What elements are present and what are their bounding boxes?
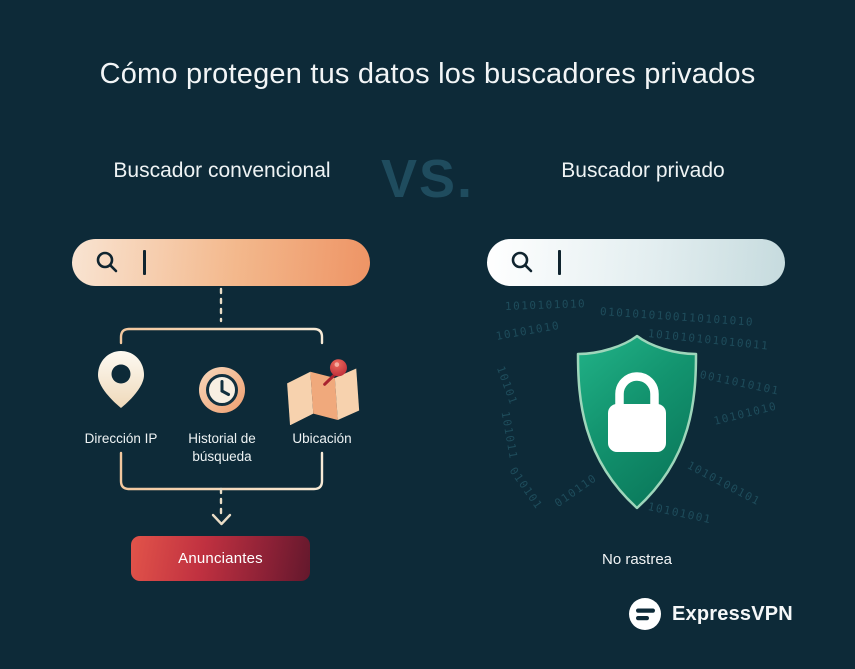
binary-string: 0101010100110101010 <box>599 305 755 329</box>
search-icon <box>511 251 533 273</box>
binary-string: 1010101010 <box>504 297 587 313</box>
clock-icon <box>199 367 245 413</box>
expressvpn-wordmark: ExpressVPN <box>672 602 793 625</box>
arrow-head-icon <box>211 513 232 526</box>
no-track-label: No rastrea <box>601 551 673 568</box>
binary-string: 010101 <box>506 464 546 513</box>
flow-connectors <box>119 287 324 526</box>
binary-string: 10101010 <box>712 399 779 428</box>
shield-lock-icon <box>576 334 698 510</box>
column-heading-conventional: Buscador convencional <box>113 159 331 182</box>
item-label-ip: Dirección IP <box>84 431 158 446</box>
advertisers-label: Anunciantes <box>178 550 263 567</box>
padlock-icon <box>608 372 666 452</box>
text-cursor <box>143 250 146 275</box>
item-label-location: Ubicación <box>292 431 352 446</box>
search-icon <box>96 251 118 273</box>
advertisers-badge: Anunciantes <box>131 536 310 581</box>
text-cursor <box>558 250 561 275</box>
map-icon <box>287 359 360 425</box>
search-bar-private <box>487 239 785 286</box>
column-heading-private: Buscador privado <box>561 159 725 182</box>
page-title: Cómo protegen tus datos los buscadores p… <box>99 58 756 90</box>
binary-string: 10101010 <box>494 318 562 343</box>
expressvpn-logo-icon <box>629 598 661 630</box>
item-label-search-history: Historial de búsqueda <box>188 431 256 465</box>
vs-label: VS. <box>380 149 475 209</box>
search-bar-conventional <box>72 239 370 286</box>
binary-string: 101011 <box>498 410 520 461</box>
location-pin-icon <box>98 351 144 408</box>
brand-footer: ExpressVPN <box>628 597 793 631</box>
binary-string: 10101 <box>493 364 521 407</box>
